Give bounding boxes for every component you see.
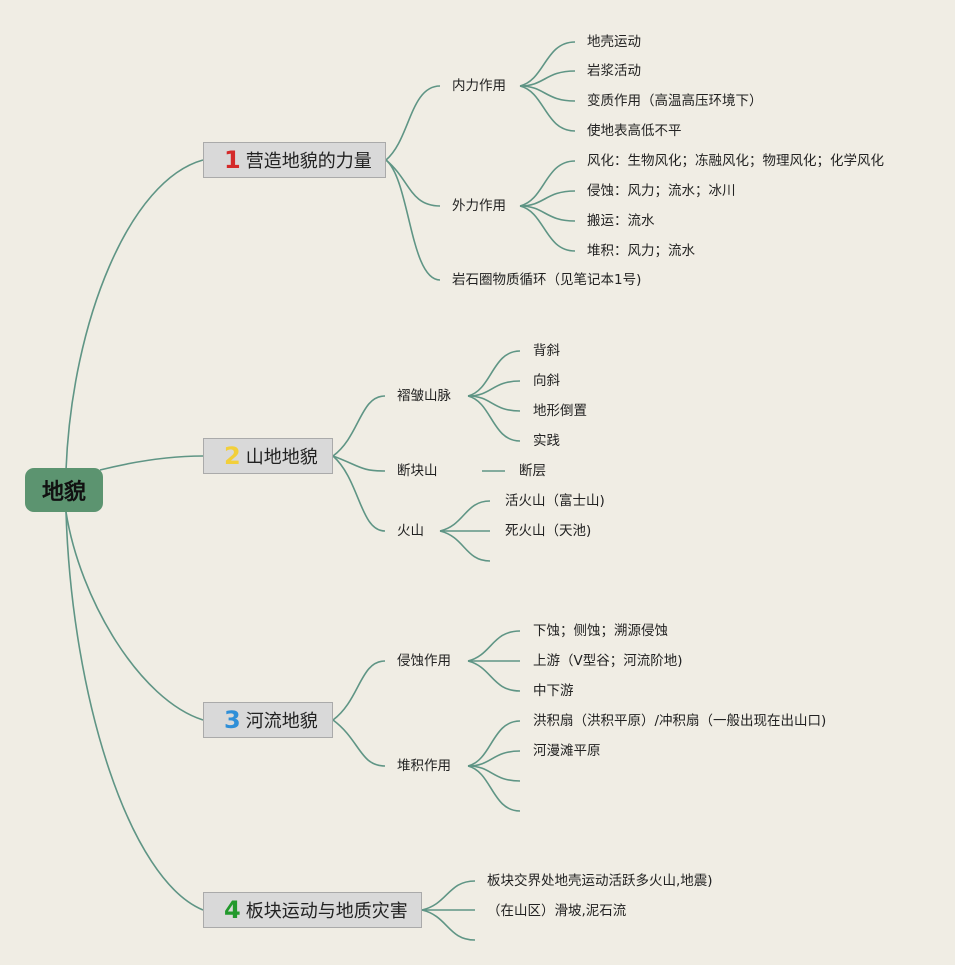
topic-2-node[interactable]: 2 山地地貌 [203, 438, 333, 474]
river-erosion-node[interactable]: 侵蚀作用 [397, 653, 451, 669]
volcano-item[interactable]: 活火山（富士山) [505, 493, 605, 509]
volcano-node[interactable]: 火山 [397, 523, 424, 539]
topic-4-number: 4 [224, 896, 241, 924]
topic-2-label: 山地地貌 [245, 447, 318, 468]
topic-3-number: 3 [224, 706, 241, 734]
deposit-item[interactable]: 洪积扇（洪积平原）/冲积扇（一般出现在出山口) [533, 713, 827, 729]
topic-1-node[interactable]: 1 营造地貌的力量 [203, 142, 386, 178]
fault-item[interactable]: 断层 [519, 463, 546, 479]
deposit-item[interactable]: 河漫滩平原 [533, 743, 601, 759]
inner-force-node[interactable]: 内力作用 [452, 78, 506, 94]
fold-item[interactable]: 背斜 [533, 343, 560, 359]
fold-mountain-node[interactable]: 褶皱山脉 [397, 388, 451, 404]
rock-cycle-node[interactable]: 岩石圈物质循环（见笔记本1号) [452, 272, 642, 288]
outer-force-item[interactable]: 搬运：流水 [587, 213, 655, 229]
fold-item[interactable]: 地形倒置 [533, 403, 587, 419]
topic-1-label: 营造地貌的力量 [245, 151, 372, 172]
inner-force-item[interactable]: 使地表高低不平 [587, 123, 682, 139]
inner-force-item[interactable]: 岩浆活动 [587, 63, 641, 79]
inner-force-item[interactable]: 地壳运动 [587, 34, 641, 50]
river-deposit-node[interactable]: 堆积作用 [397, 758, 451, 774]
erosion-item[interactable]: 下蚀；侧蚀；溯源侵蚀 [533, 623, 668, 639]
topic-3-label: 河流地貌 [245, 711, 318, 732]
outer-force-item[interactable]: 堆积：风力；流水 [587, 243, 695, 259]
fault-block-node[interactable]: 断块山 [397, 463, 438, 479]
fold-item[interactable]: 向斜 [533, 373, 560, 389]
volcano-item[interactable]: 死火山（天池) [505, 523, 592, 539]
landslide-item[interactable]: （在山区）滑坡,泥石流 [487, 903, 627, 919]
erosion-item[interactable]: 中下游 [533, 683, 574, 699]
topic-2-number: 2 [224, 442, 241, 470]
fold-item[interactable]: 实践 [533, 433, 560, 449]
topic-4-label: 板块运动与地质灾害 [245, 901, 408, 922]
inner-force-item[interactable]: 变质作用（高温高压环境下） [587, 93, 763, 109]
outer-force-item[interactable]: 风化：生物风化；冻融风化；物理风化；化学风化 [587, 153, 884, 169]
topic-4-node[interactable]: 4 板块运动与地质灾害 [203, 892, 422, 928]
outer-force-node[interactable]: 外力作用 [452, 198, 506, 214]
root-node[interactable]: 地貌 [25, 468, 103, 512]
erosion-item[interactable]: 上游（V型谷；河流阶地) [533, 653, 683, 669]
outer-force-item[interactable]: 侵蚀：风力；流水；冰川 [587, 183, 736, 199]
topic-3-node[interactable]: 3 河流地貌 [203, 702, 333, 738]
plate-boundary-item[interactable]: 板块交界处地壳运动活跃多火山,地震) [487, 873, 713, 889]
topic-1-number: 1 [224, 146, 241, 174]
